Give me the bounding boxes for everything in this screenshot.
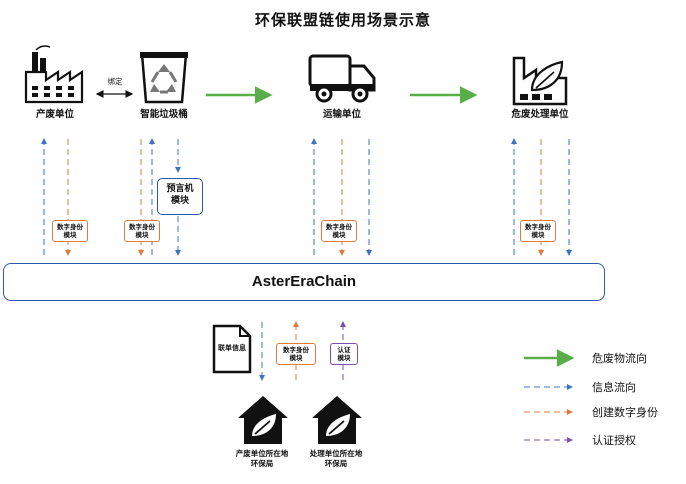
digital-id-line-2: 模块 bbox=[289, 354, 303, 362]
disposal-plant-icon bbox=[512, 56, 568, 106]
document-icon bbox=[212, 324, 252, 374]
disposal-bureau-line-2: 环保局 bbox=[324, 459, 348, 468]
recycle-bin-icon bbox=[140, 52, 188, 104]
oracle-module: 预言机 模块 bbox=[157, 178, 203, 215]
digital-id-line-2: 模块 bbox=[63, 231, 77, 239]
oracle-module-line-1: 预言机 bbox=[166, 184, 194, 194]
oracle-module-line-2: 模块 bbox=[170, 196, 189, 206]
legend-create-id: 创建数字身份 bbox=[592, 406, 658, 419]
producer-bureau-label: 产废单位所在地 环保局 bbox=[222, 449, 302, 469]
blockchain-bar: AsterEraChain bbox=[3, 263, 605, 301]
digital-id-line-2: 模块 bbox=[135, 231, 149, 239]
diagram-title: 环保联盟链使用场景示意 bbox=[254, 11, 431, 29]
digital-id-line-1: 数字身份 bbox=[326, 223, 352, 231]
disposal-digital-id-module: 数字身份 模块 bbox=[520, 220, 556, 242]
disposal-bureau-label: 处理单位所在地 环保局 bbox=[296, 449, 376, 469]
bureau-digital-id-module: 数字身份 模块 bbox=[276, 343, 316, 365]
node-producer-label: 产废单位 bbox=[35, 109, 74, 120]
legend-auth: 认证授权 bbox=[592, 434, 636, 447]
auth-module-line-1: 认证 bbox=[337, 346, 351, 354]
truck-icon bbox=[308, 54, 376, 103]
bin-digital-id-module: 数字身份 模块 bbox=[124, 220, 160, 242]
disposal-bureau-line-1: 处理单位所在地 bbox=[309, 449, 363, 458]
auth-module-line-2: 模块 bbox=[337, 354, 351, 362]
factory-icon bbox=[24, 45, 84, 104]
digital-id-line-2: 模块 bbox=[531, 231, 545, 239]
digital-id-line-1: 数字身份 bbox=[525, 223, 551, 231]
digital-id-line-1: 数字身份 bbox=[129, 223, 155, 231]
document-label: 联单信息 bbox=[218, 344, 246, 352]
node-disposal-label: 危废处理单位 bbox=[511, 109, 569, 120]
digital-id-line-2: 模块 bbox=[332, 231, 346, 239]
digital-id-line-1: 数字身份 bbox=[283, 346, 309, 354]
node-bin-label: 智能垃圾桶 bbox=[140, 109, 188, 120]
legend-waste-flow: 危废物流向 bbox=[592, 352, 647, 365]
bind-label: 绑定 bbox=[107, 77, 123, 86]
producer-bureau-line-1: 产废单位所在地 bbox=[235, 449, 289, 458]
node-transport-label: 运输单位 bbox=[322, 109, 361, 120]
digital-id-line-1: 数字身份 bbox=[57, 223, 83, 231]
disposal-bureau-house-icon bbox=[312, 396, 362, 444]
transport-digital-id-module: 数字身份 模块 bbox=[321, 220, 357, 242]
legend-info-flow: 信息流向 bbox=[592, 381, 636, 394]
producer-bureau-house-icon bbox=[238, 396, 288, 444]
producer-digital-id-module: 数字身份 模块 bbox=[52, 220, 88, 242]
producer-bureau-line-2: 环保局 bbox=[250, 459, 274, 468]
auth-module: 认证 模块 bbox=[330, 343, 358, 365]
